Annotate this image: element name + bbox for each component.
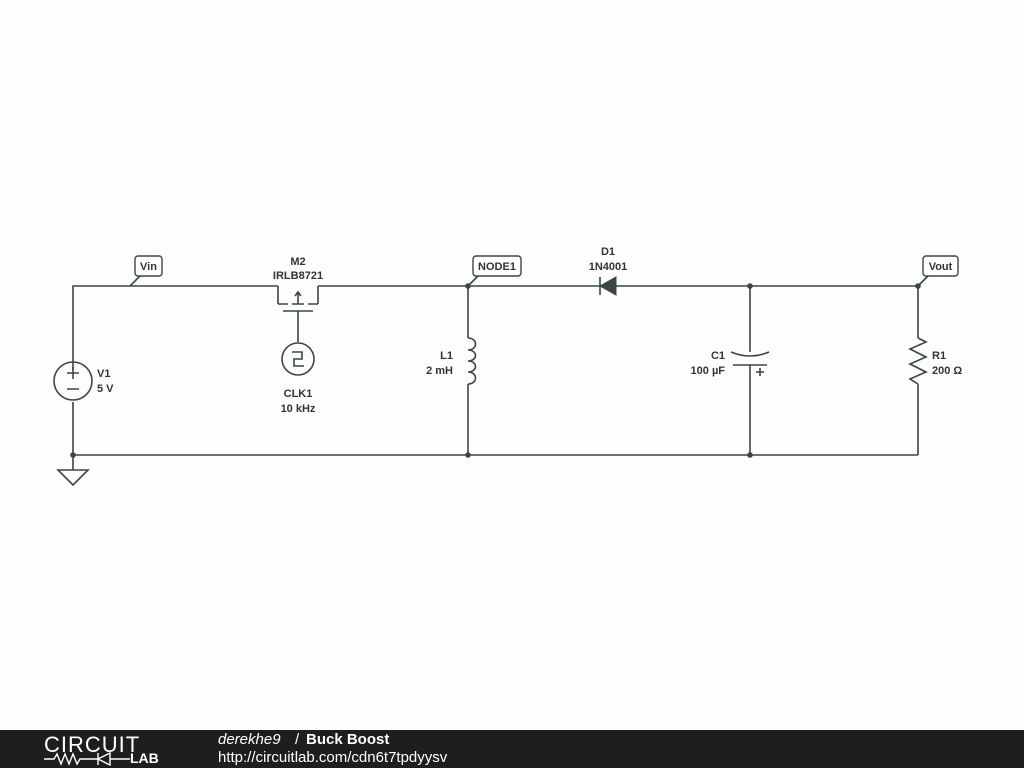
net-label-vout-text: Vout [929,261,953,273]
inductor-l1[interactable]: L1 2 mH [426,337,477,385]
junction-c1-top [747,283,753,289]
net-label-node1[interactable]: NODE1 [467,255,522,287]
logo-top-text: CIRCUIT [44,732,141,757]
circuitlab-logo[interactable]: CIRCUIT LAB [44,732,176,766]
voltage-source-icon [53,361,93,401]
ground-icon[interactable] [56,469,90,487]
diode-d1[interactable]: D1 1N4001 [589,246,628,296]
r1-value: 200 Ω [932,365,962,377]
junction-l1-bottom [465,452,471,458]
v1-value: 5 V [97,383,114,395]
inductor-icon [467,337,477,385]
net-label-vout[interactable]: Vout [917,255,959,287]
breadcrumb-separator: / [295,731,300,748]
clk1-value: 10 kHz [281,403,316,415]
voltage-source-v1[interactable]: V1 5 V [53,361,114,401]
schematic-canvas: V1 5 V M2 IRLB8721 CLK1 10 kHz L1 2 mH D… [53,246,962,487]
wires [72,285,919,470]
mosfet-icon [277,285,322,342]
circuit-title: Buck Boost [306,731,390,748]
d1-value: 1N4001 [589,261,628,273]
net-label-node1-text: NODE1 [478,261,516,273]
logo-circuit-icon [44,752,130,766]
capacitor-icon [730,351,770,376]
circuit-url[interactable]: http://circuitlab.com/cdn6t7tpdyysv [218,749,448,766]
l1-value: 2 mH [426,365,453,377]
clk1-name: CLK1 [284,388,313,400]
wire-v1-top [72,285,278,370]
clock-source-clk1[interactable]: CLK1 10 kHz [281,342,316,415]
v1-name: V1 [97,368,110,380]
footer-bar: CIRCUIT LAB derekhe9 / Buck Boost http:/… [0,730,1024,768]
junction-ground [70,452,76,458]
junctions [70,283,921,458]
c1-value: 100 µF [691,365,726,377]
net-label-vin-text: Vin [140,261,157,273]
r1-name: R1 [932,350,946,362]
resistor-icon [908,337,928,385]
d1-name: D1 [601,246,615,258]
clock-source-icon [281,342,315,376]
mosfet-m2[interactable]: M2 IRLB8721 [273,256,323,342]
m2-name: M2 [290,256,305,268]
net-label-vin[interactable]: Vin [129,255,163,287]
author-link[interactable]: derekhe9 [218,731,281,748]
l1-name: L1 [440,350,453,362]
m2-value: IRLB8721 [273,270,323,282]
logo-bottom-text: LAB [130,750,159,766]
junction-c1-bottom [747,452,753,458]
capacitor-c1[interactable]: C1 100 µF [691,350,770,377]
c1-name: C1 [711,350,725,362]
resistor-r1[interactable]: R1 200 Ω [908,337,962,385]
